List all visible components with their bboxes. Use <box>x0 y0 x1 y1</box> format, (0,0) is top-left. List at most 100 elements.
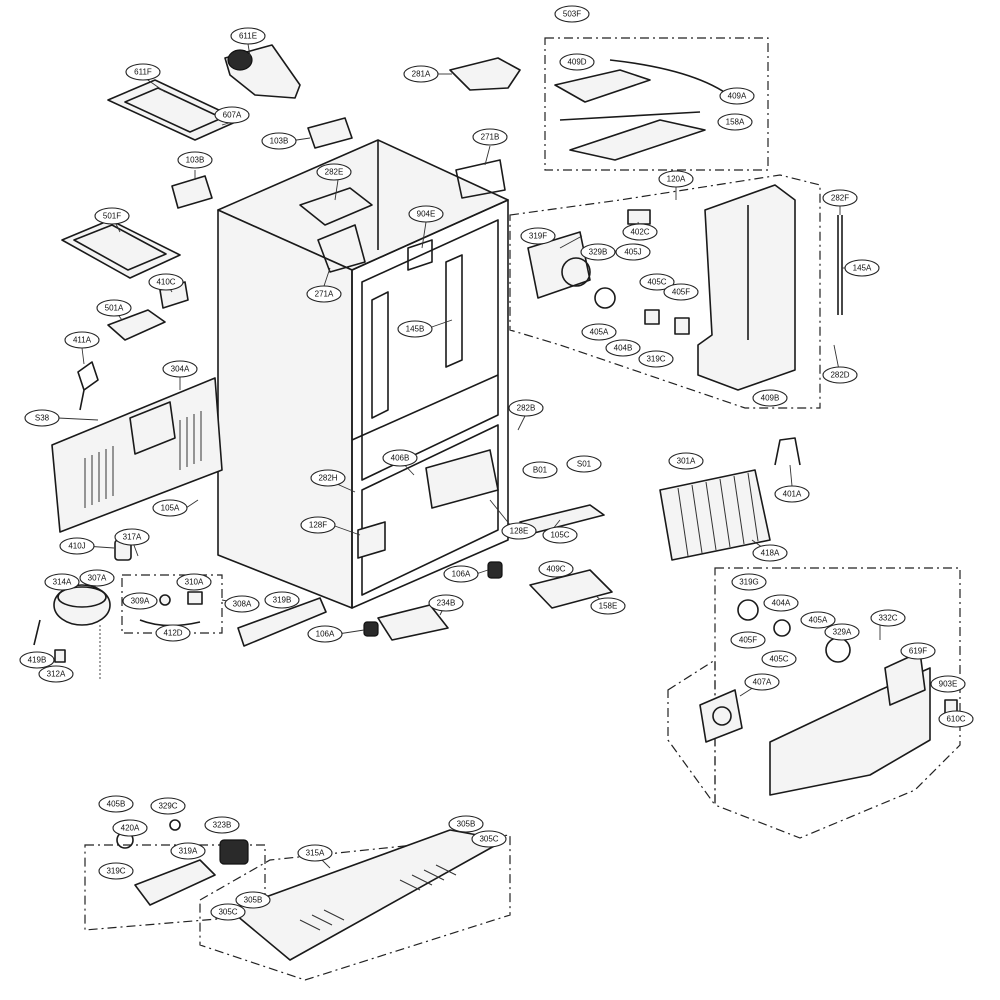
callout-label: 105A <box>161 504 180 513</box>
callout-label: 128F <box>309 521 327 530</box>
callout-oval <box>542 526 578 544</box>
callout-label: 405A <box>809 616 828 625</box>
callout-oval <box>501 522 537 540</box>
callout-503f: 503F <box>554 5 590 23</box>
callout-329c: 329C <box>150 797 186 815</box>
callout-271b: 271B <box>472 128 508 146</box>
callout-label: 903E <box>939 680 958 689</box>
callout-oval <box>114 528 150 546</box>
callout-label: 234B <box>437 599 456 608</box>
callout-oval <box>24 409 60 427</box>
callout-105c: 105C <box>542 526 578 544</box>
callout-label: 405C <box>769 655 788 664</box>
callout-label: 314A <box>53 578 72 587</box>
callout-oval <box>538 560 574 578</box>
callout-405b: 405B <box>98 795 134 813</box>
tray-128E <box>425 449 499 509</box>
callout-label: 410C <box>156 278 175 287</box>
callout-label: 271B <box>481 133 500 142</box>
callout-label: 401A <box>783 490 802 499</box>
callout-103b_top: 103B <box>261 132 297 150</box>
callout-label: 419B <box>28 656 47 665</box>
cover-319B <box>237 597 327 647</box>
callout-label: 405J <box>624 248 641 257</box>
callout-oval <box>408 205 444 223</box>
group-box-315A <box>199 834 511 981</box>
callout-611e: 611E <box>230 27 266 45</box>
shroud-319A <box>134 859 216 906</box>
callout-105a: 105A <box>152 499 188 517</box>
callout-404b: 404B <box>605 339 641 357</box>
callout-oval <box>96 299 132 317</box>
callout-332c: 332C <box>870 609 906 627</box>
callout-label: 158E <box>599 602 618 611</box>
callout-oval <box>155 624 191 642</box>
cabinet-assembly <box>217 139 509 609</box>
callout-420a: 420A <box>112 819 148 837</box>
callout-oval <box>559 53 595 71</box>
callout-label: 281A <box>412 70 431 79</box>
callout-404a: 404A <box>763 594 799 612</box>
callout-label: 405C <box>647 278 666 287</box>
condenser-323B <box>219 839 249 865</box>
callout-405a_right: 405A <box>800 611 836 629</box>
callout-label: 410J <box>68 542 85 551</box>
callout-label: 158A <box>726 118 745 127</box>
callout-oval <box>719 87 755 105</box>
left-rail <box>371 291 389 419</box>
compressor-307A <box>53 584 111 626</box>
callout-oval <box>64 331 100 349</box>
back-panel-304A <box>51 377 223 533</box>
callout-oval <box>938 710 974 728</box>
callout-label: 312A <box>47 670 66 679</box>
callout-619f: 619F <box>900 642 936 660</box>
callout-329a: 329A <box>824 623 860 641</box>
fan-329B <box>561 257 591 287</box>
compressor-section <box>33 539 223 680</box>
cover-281A <box>449 57 521 91</box>
callout-s38: S38 <box>24 409 60 427</box>
callout-label: 319F <box>529 232 547 241</box>
callout-oval <box>638 350 674 368</box>
cover-501F-inner <box>73 224 167 271</box>
callout-oval <box>605 339 641 357</box>
callout-label: 319G <box>739 578 759 587</box>
callout-281a: 281A <box>403 65 439 83</box>
callout-label: 409B <box>761 394 780 403</box>
callout-label: 411A <box>73 336 92 345</box>
callout-label: 145A <box>853 264 872 273</box>
callout-label: 282B <box>517 404 536 413</box>
part-402C <box>627 209 651 225</box>
callout-oval <box>310 469 346 487</box>
callout-label: 307A <box>88 574 107 583</box>
group-box-120A <box>509 174 821 409</box>
callout-405j: 405J <box>615 243 651 261</box>
cover-501F <box>61 219 181 279</box>
callout-405f_top: 405F <box>663 283 699 301</box>
callout-label: 106A <box>316 630 335 639</box>
callout-oval <box>744 673 780 691</box>
parts-layer <box>33 37 961 981</box>
callout-label: 304A <box>171 365 190 374</box>
callout-oval <box>307 625 343 643</box>
callout-oval <box>214 106 250 124</box>
housing-319F <box>527 231 591 299</box>
callout-label: S01 <box>577 460 592 469</box>
cover-158A <box>569 119 706 161</box>
callout-oval <box>900 642 936 660</box>
callout-310a: 310A <box>176 573 212 591</box>
hinge-271A <box>317 224 366 273</box>
callout-128e: 128E <box>501 522 537 540</box>
back-panel <box>51 377 223 533</box>
callout-label: 105C <box>550 531 569 540</box>
gasket-409A <box>559 111 701 121</box>
callout-405f_right: 405F <box>730 631 766 649</box>
callout-oval <box>566 455 602 473</box>
callout-label: 501F <box>103 212 121 221</box>
callout-oval <box>112 819 148 837</box>
callout-label: 501A <box>105 304 124 313</box>
callout-402c: 402C <box>622 223 658 241</box>
evaporator-core <box>659 469 771 561</box>
motor-405J <box>594 287 616 309</box>
part-405C-top <box>644 309 660 325</box>
